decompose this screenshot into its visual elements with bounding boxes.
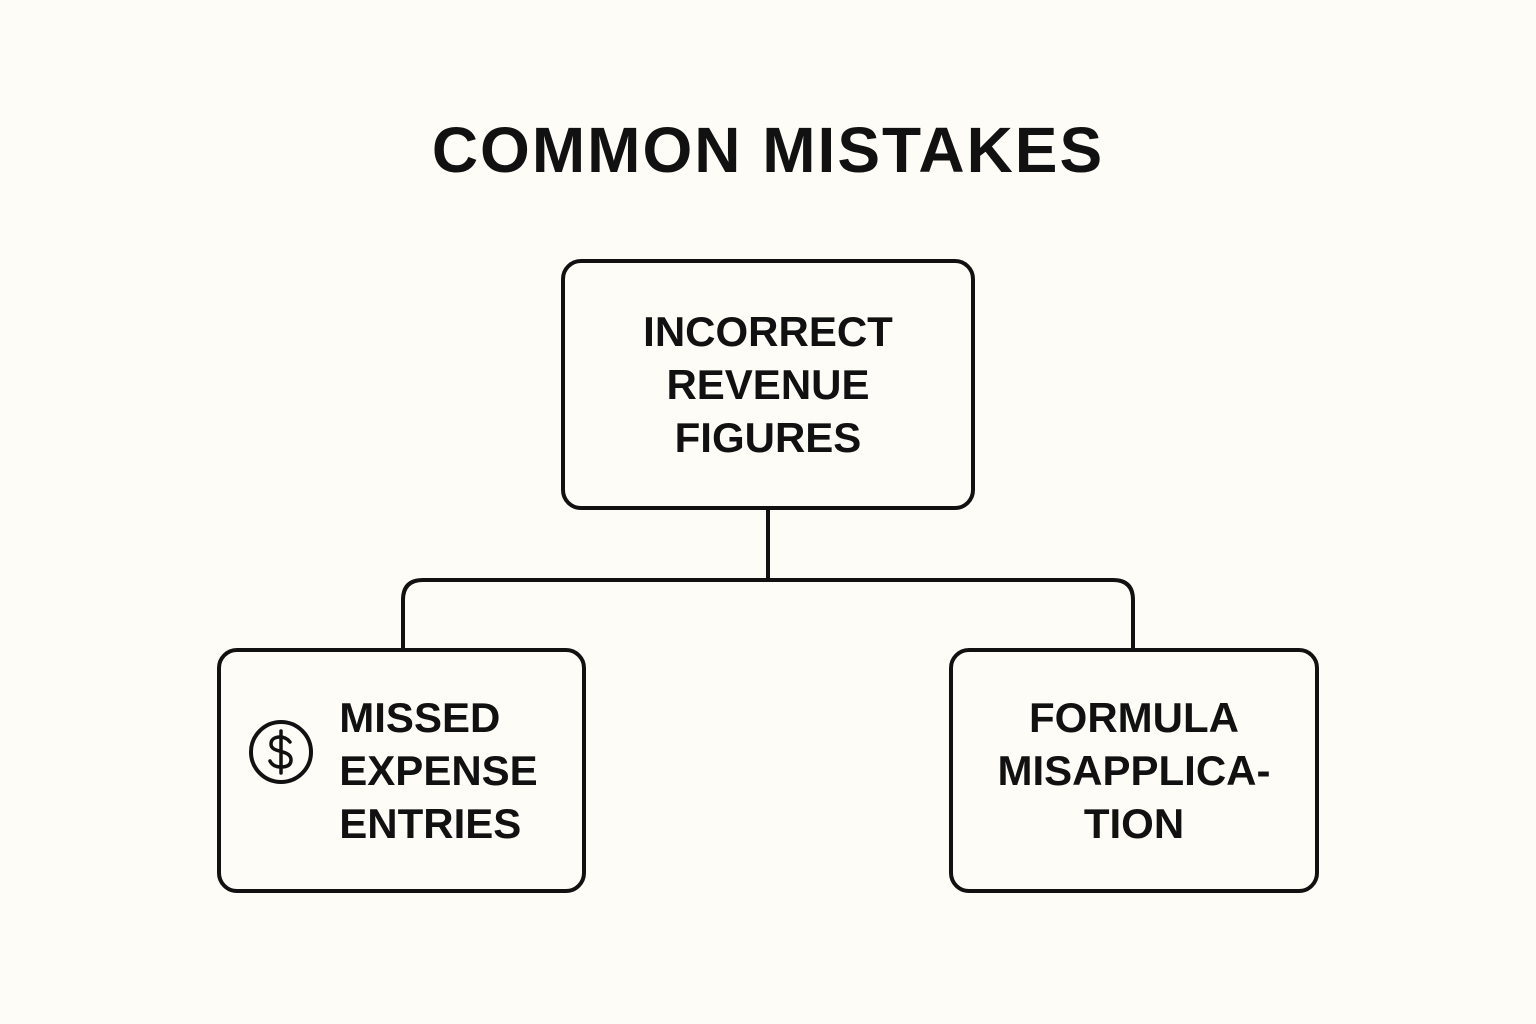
- right-node: FORMULA MISAPPLICA- TION: [949, 648, 1319, 893]
- branch-connector: [401, 578, 1135, 648]
- left-node-label: MISSED EXPENSE ENTRIES: [339, 694, 538, 847]
- root-node-label: INCORRECT REVENUE FIGURES: [643, 308, 893, 461]
- dollar-icon: [249, 720, 313, 784]
- left-node: MISSED EXPENSE ENTRIES: [217, 648, 586, 893]
- diagram-title: COMMON MISTAKES: [431, 114, 1105, 186]
- root-node: INCORRECT REVENUE FIGURES: [561, 259, 975, 510]
- right-node-label: FORMULA MISAPPLICA- TION: [997, 694, 1271, 847]
